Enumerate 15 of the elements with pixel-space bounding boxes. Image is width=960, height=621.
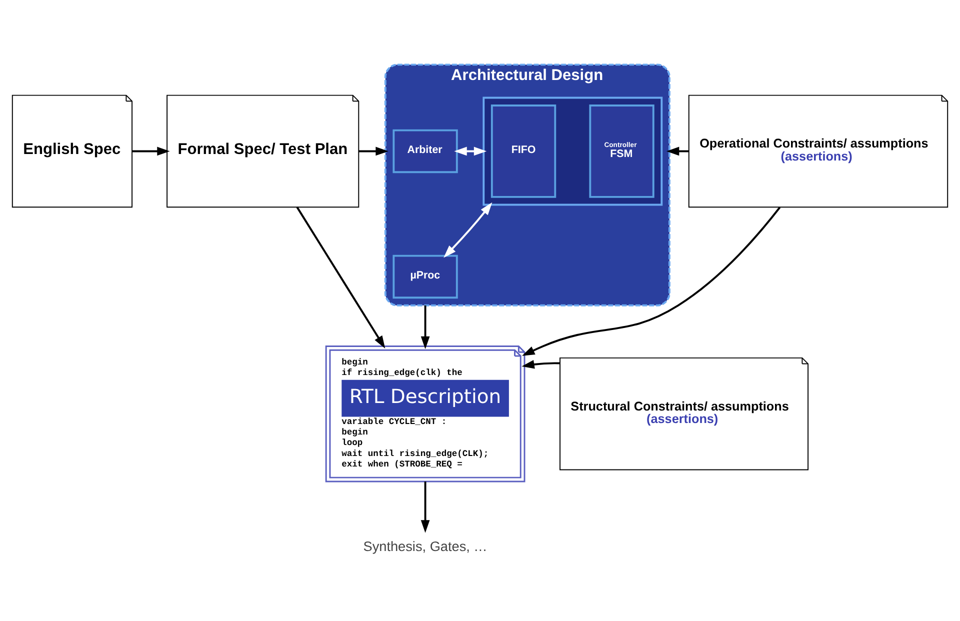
node-box: µProc — [392, 254, 458, 298]
cluster — [482, 96, 663, 206]
arrow — [420, 481, 430, 532]
arrow — [132, 146, 170, 156]
arrow — [454, 146, 487, 156]
arrow — [358, 146, 388, 156]
arrow — [296, 206, 386, 348]
arrow — [666, 146, 689, 156]
node-text: Synthesis, Gates, … — [363, 538, 488, 554]
node-box: Arbiter — [392, 128, 458, 173]
arrow — [420, 304, 430, 349]
arrow — [522, 360, 560, 368]
arrow — [444, 202, 492, 258]
arrow — [522, 206, 781, 356]
node-box: FIFO — [490, 104, 556, 198]
